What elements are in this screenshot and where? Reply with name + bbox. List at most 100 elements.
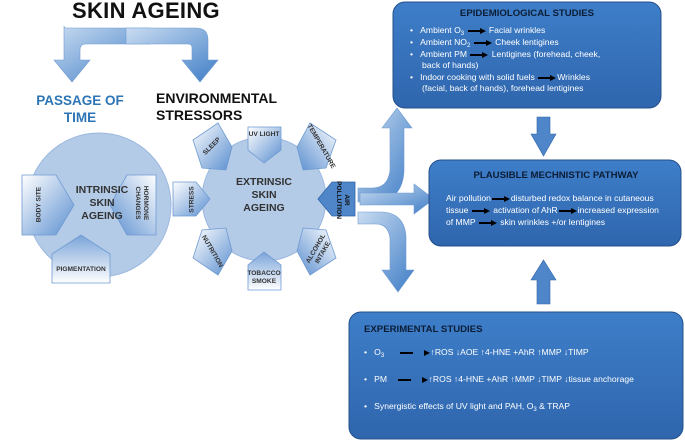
exp-item-pm: • PM ↑ROS ↑4-HNE +AhR ↑MMP ↓TIMP ↓tissue… [364,374,634,385]
air-pollution-label: AIR POLLUTION [334,180,350,220]
mech-redox: disturbed redox balance in cutaneous [510,193,654,204]
experimental-content: EXPERIMENTAL STUDIES • O3 ↑ROS ↓AOE ↑4-H… [356,318,678,425]
experimental-heading: EXPERIMENTAL STUDIES [364,324,483,335]
arrow-icon [471,207,490,214]
mech-increased: increased expression [577,205,659,216]
arrow-to-mechanistic [359,183,435,215]
arrow-to-experimental [357,211,415,293]
env-line-2: STRESSORS [156,107,243,123]
epi-item-pm-cont: back of hands) [422,60,479,71]
arrow-icon [470,51,489,58]
arrow-to-epidemiological [357,107,413,203]
exp-synergy-post: & TRAP [536,401,571,412]
arrow-icon [478,219,497,226]
exp-pm-label: PM [374,374,388,385]
uv-light-label: UV LIGHT [248,131,280,138]
tobacco-label: TOBACCO SMOKE [244,270,284,286]
body-site-label: BODY SITE [35,186,43,223]
mech-air-pollution: Air pollution [446,193,491,204]
sleep-shape [192,122,233,171]
env-line-1: ENVIRONMENTAL [156,90,278,106]
epi-o3-sub: 3 [460,31,465,38]
extrinsic-center-label: EXTRINSIC SKIN AGEING [225,176,303,215]
passage-line-1: PASSAGE OF [36,93,124,108]
epi-o3-post: Facial wrinkles [488,25,546,36]
epi-cooking-post: Wrinkles [557,72,591,83]
arrow-icon [538,74,557,81]
mech-line-3: of MMP skin wrinkles +/or lentigines [446,217,605,228]
exp-item-o3: • O3 ↑ROS ↓AOE ↑4-HNE +AhR ↑MMP ↓TIMP [364,347,589,360]
epi-o3-pre: Ambient O [420,25,461,36]
mechanistic-heading: PLAUSIBLE MECHNISTIC PATHWAY [473,170,639,181]
mech-tissue: tissue [446,205,469,216]
epi-no2-sub: 2 [466,43,471,50]
arrow-icon [491,195,510,202]
pigmentation-label: PIGMENTATION [56,266,106,273]
epi-cooking-pre: Indoor cooking with solid fuels [420,72,535,83]
epidemiological-box [392,1,662,109]
exp-o3-effects: ↑ROS ↓AOE ↑4-HNE +AhR ↑MMP ↓TIMP [430,347,589,358]
extr-line-1: EXTRINSIC [235,176,292,188]
hormone-line-2: CHANGES [134,186,141,220]
arrow-exp-to-mech [530,259,557,305]
epi-item-no2: • Ambient NO2 Cheek lentigines [410,37,559,50]
exp-synergy-pre: Synergistic effects of UV light and PAH,… [374,401,534,412]
temperature-shape [296,122,337,171]
body-site-shape [21,174,75,236]
mechanistic-content: PLAUSIBLE MECHNISTIC PATHWAY Air polluti… [434,164,678,237]
air-line-1: AIR [343,194,350,206]
exp-item-synergy: • Synergistic effects of UV light and PA… [364,401,571,414]
epi-item-cooking: • Indoor cooking with solid fuels Wrinkl… [410,72,591,83]
extr-line-2: SKIN [251,189,277,201]
extr-line-3: AGEING [243,202,285,214]
epidemiological-content: EPIDEMIOLOGICAL STUDIES • Ambient O3 Fac… [398,6,656,107]
hormone-shape [109,174,157,236]
exp-pm-effects: ↑ROS ↑4-HNE +AhR ↑MMP ↓TIMP ↓tissue anch… [428,374,634,385]
epi-no2-post: Cheek lentigines [495,37,559,48]
epi-item-pm: • Ambient PM Lentigines (forehead, cheek… [410,49,601,60]
intrinsic-center-label: INTRINSIC SKIN AGEING [60,184,144,223]
arrow-epi-to-mech [530,116,557,157]
nutrition-shape [192,227,233,276]
intr-line-1: INTRINSIC [75,184,129,196]
epi-pm-post: Lentigines (forehead, cheek, [491,49,601,60]
page-title: SKIN AGEING [72,0,220,23]
stress-label: STRESS [188,186,196,213]
arrow-icon [467,27,486,34]
mech-ahr: activation of AhR [493,205,558,216]
arrow-icon [397,376,428,383]
intr-line-2: SKIN [89,197,115,209]
mech-wrinkles: skin wrinkles +/or lentigines [500,217,606,228]
epi-item-o3: • Ambient O3 Facial wrinkles [410,25,546,38]
passage-of-time-label: PASSAGE OF TIME [18,92,142,126]
arrow-icon [399,349,430,356]
exp-synergy-sub: 3 [533,407,537,414]
air-line-2: POLLUTION [335,180,342,220]
tobacco-line-2: SMOKE [251,278,277,285]
hormone-label: HORMONE CHANGES [133,178,149,228]
intr-line-3: AGEING [81,210,123,222]
mech-line-1: Air pollution disturbed redox balance in … [446,193,654,204]
air-pollution-shape [317,181,356,217]
uv-light-shape [247,126,282,164]
epi-item-cooking-cont: (facial, back of hands), forehead lentig… [422,83,584,94]
experimental-box [348,311,684,440]
pigmentation-shape [51,234,111,284]
passage-line-2: TIME [63,110,97,125]
stress-shape [172,181,211,217]
environmental-stressors-label: ENVIRONMENTAL STRESSORS [156,90,277,124]
exp-o3-sub: 3 [380,353,385,360]
epi-no2-pre: Ambient NO [420,37,467,48]
epidemiological-heading: EPIDEMIOLOGICAL STUDIES [459,8,595,19]
arrow-icon [558,207,577,214]
hormone-line-1: HORMONE [142,185,149,221]
curved-arrow-right [125,27,219,83]
tobacco-line-1: TOBACCO [247,270,281,277]
tobacco-shape [247,251,282,291]
arrow-icon [473,39,492,46]
mech-line-2: tissue activation of AhR increased expres… [446,205,659,216]
alcohol-shape [296,227,337,276]
exp-o3-label: O [374,347,381,358]
epi-pm-pre: Ambient PM [420,49,467,60]
